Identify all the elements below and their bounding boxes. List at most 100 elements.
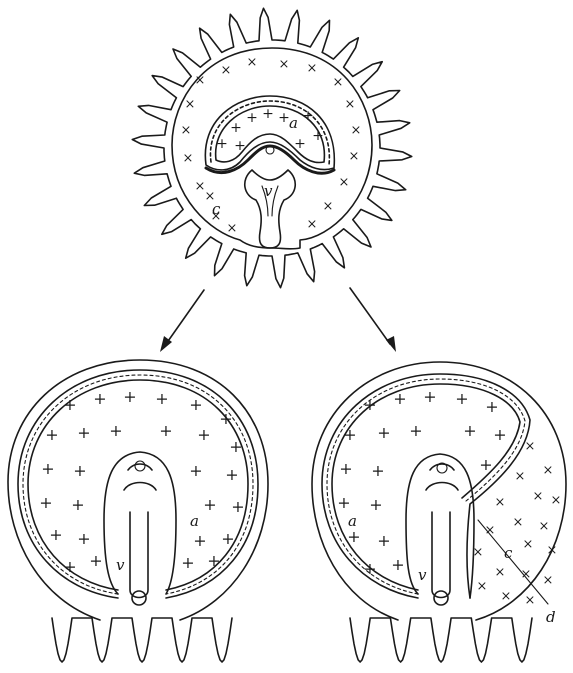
amnion-marker: +	[197, 425, 210, 444]
bl-label-a: a	[190, 512, 199, 530]
br-bottom-villi	[350, 618, 532, 662]
chorion-marker: ×	[221, 63, 232, 78]
amnion-marker: +	[123, 387, 136, 406]
amnion-marker: +	[391, 555, 404, 574]
amnion-marker: +	[343, 425, 356, 444]
chorion-marker: ×	[333, 75, 344, 90]
br-label-c: c	[504, 544, 513, 562]
amnion-marker: +	[221, 529, 234, 548]
chorion-marker: ×	[533, 489, 544, 504]
amnion-marker: +	[371, 461, 384, 480]
amnion-marker: +	[246, 110, 258, 126]
arrow-left-shaft	[166, 290, 204, 344]
amnion-marker: +	[63, 557, 76, 576]
amnion-marker: +	[49, 525, 62, 544]
amnion-marker: +	[193, 531, 206, 550]
br-embryo-inner	[426, 464, 458, 598]
amnion-marker: +	[207, 551, 220, 570]
top-label-a: a	[289, 114, 298, 132]
bl-head-node	[135, 461, 145, 471]
br-label-d: d	[546, 608, 556, 626]
chorion-marker: ×	[477, 579, 488, 594]
amnion-marker: +	[77, 529, 90, 548]
chorion-marker: ×	[525, 439, 536, 454]
bl-outer-wall	[8, 360, 268, 620]
amnion-marker: +	[312, 128, 324, 144]
amnion-marker: +	[45, 425, 58, 444]
br-label-a: a	[348, 512, 357, 530]
amnion-marker: +	[230, 120, 242, 136]
chorion-marker: ×	[513, 515, 524, 530]
amnion-marker: +	[225, 465, 238, 484]
amnion-marker: +	[77, 423, 90, 442]
chorion-marker: ×	[515, 469, 526, 484]
chorion-marker: ×	[247, 55, 258, 70]
chorion-marker: ×	[551, 493, 562, 508]
bl-amnion-cavity-marks: ++++++++++++++++++++++++++++	[39, 387, 244, 576]
transition-arrows	[160, 288, 396, 352]
top-label-c: c	[212, 200, 221, 218]
amnion-marker: +	[203, 495, 216, 514]
chorion-marker: ×	[351, 123, 362, 138]
chorion-marker: ×	[539, 519, 550, 534]
amnion-marker: +	[159, 421, 172, 440]
amnion-marker: +	[234, 138, 246, 154]
amnion-marker: +	[409, 421, 422, 440]
amnion-marker: +	[302, 108, 314, 124]
arrow-right-head	[386, 336, 396, 352]
amnion-marker: +	[155, 389, 168, 408]
amnion-marker: +	[369, 495, 382, 514]
chorion-marker: ×	[543, 573, 554, 588]
amnion-marker: +	[216, 136, 228, 152]
chorion-marker: ×	[473, 545, 484, 560]
amnion-marker: +	[363, 395, 376, 414]
bl-embryo-inner	[124, 464, 156, 598]
chorion-marker: ×	[339, 175, 350, 190]
chorion-marker: ×	[543, 463, 554, 478]
bl-embryo-body	[104, 452, 176, 594]
top-label-v: v	[264, 182, 273, 200]
chorion-marker: ×	[181, 123, 192, 138]
amnion-marker: +	[377, 423, 390, 442]
amnion-marker: +	[71, 495, 84, 514]
amnion-marker: +	[337, 493, 350, 512]
amnion-marker: +	[377, 531, 390, 550]
chorion-marker: ×	[183, 151, 194, 166]
chorion-marker: ×	[349, 149, 360, 164]
amnion-marker: +	[262, 106, 274, 122]
chorion-marker: ×	[495, 495, 506, 510]
chorion-marker: ×	[501, 589, 512, 604]
top-outer-villi	[132, 8, 411, 287]
chorion-marker: ×	[323, 199, 334, 214]
bl-bottom-villi	[52, 618, 232, 662]
chorion-marker: ×	[525, 593, 536, 608]
amnion-marker: +	[455, 389, 468, 408]
chorion-marker: ×	[195, 73, 206, 88]
amnion-marker: +	[463, 421, 476, 440]
amnion-marker: +	[485, 397, 498, 416]
arrow-right-shaft	[350, 288, 390, 344]
amnion-marker: +	[93, 389, 106, 408]
chorion-marker: ×	[279, 57, 290, 72]
amnion-marker: +	[189, 395, 202, 414]
amnion-marker: +	[294, 136, 306, 152]
amnion-marker: +	[41, 459, 54, 478]
amnion-marker: +	[363, 559, 376, 578]
chorion-marker: ×	[521, 567, 532, 582]
amnion-marker: +	[229, 437, 242, 456]
amnion-marker: +	[109, 421, 122, 440]
chorion-marker: ×	[495, 565, 506, 580]
amnion-marker: +	[189, 461, 202, 480]
amnion-marker: +	[89, 551, 102, 570]
amnion-marker: +	[63, 395, 76, 414]
amnion-marker: +	[39, 493, 52, 512]
chorion-marker: ×	[185, 97, 196, 112]
amnion-marker: +	[393, 389, 406, 408]
bottom-left-embryo: ++++++++++++++++++++++++++++ a v	[8, 360, 268, 662]
amnion-marker: +	[231, 497, 244, 516]
chorion-marker: ×	[547, 543, 558, 558]
amnion-marker: +	[219, 409, 232, 428]
amnion-marker: +	[479, 455, 492, 474]
